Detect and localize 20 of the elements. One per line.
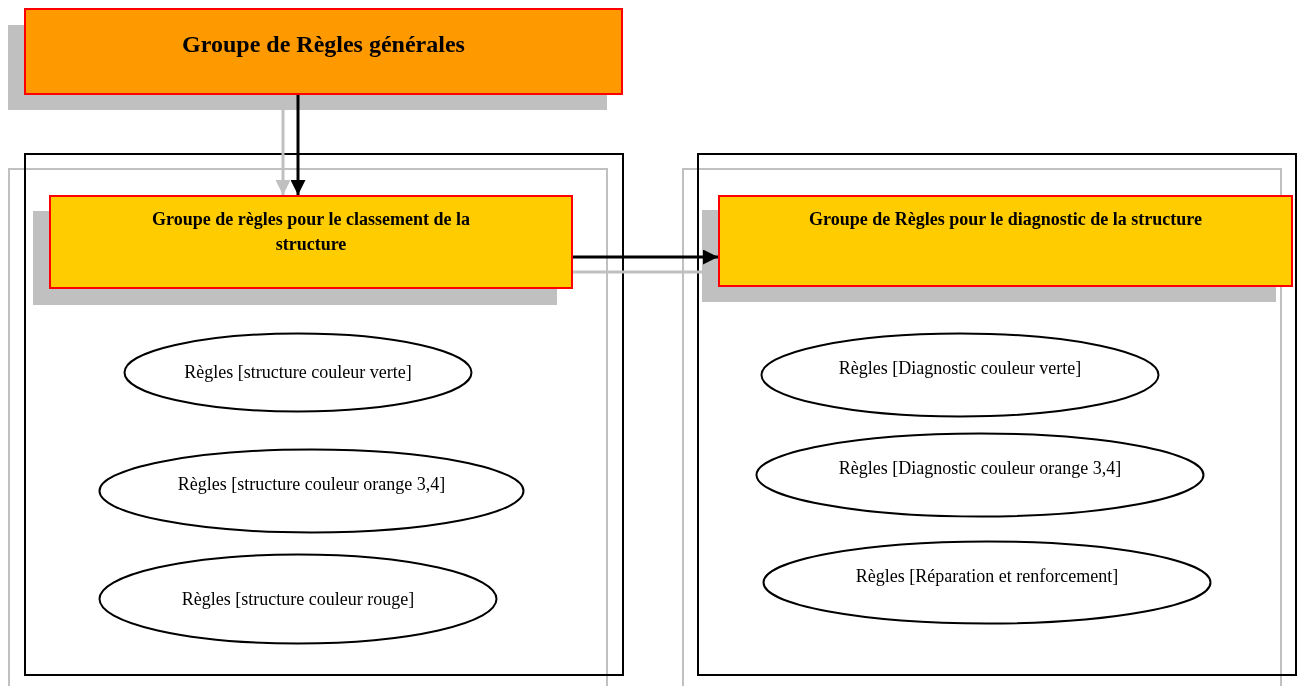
rule-ellipse <box>762 540 1212 625</box>
group-title: Groupe de règles pour le classement de la structure <box>151 208 471 257</box>
arrow <box>573 249 718 265</box>
rule-label: Règles [Diagnostic couleur verte] <box>838 357 1082 379</box>
group-header-box <box>24 8 623 95</box>
rule-ellipse <box>123 332 473 413</box>
rule-label: Règles [Réparation et renforcement] <box>855 566 1119 587</box>
rule-ellipse <box>760 332 1160 418</box>
rule-label: Règles [structure couleur verte] <box>184 362 412 383</box>
rule-label: Règles [Diagnostic couleur orange 3,4] <box>838 457 1122 479</box>
rule-label: Règles [structure couleur orange 3,4] <box>177 473 446 495</box>
rule-label: Règles [structure couleur rouge] <box>181 588 415 610</box>
group-header-box <box>49 195 573 289</box>
group-header-box <box>718 195 1293 287</box>
rule-ellipse <box>98 448 525 534</box>
rule-ellipse <box>755 432 1205 518</box>
rule-ellipse <box>98 553 498 645</box>
group-title: Groupe de Règles pour le diagnostic de la structure <box>809 208 1202 231</box>
group-title: Groupe de Règles générales <box>182 30 465 59</box>
arrow <box>290 95 306 195</box>
